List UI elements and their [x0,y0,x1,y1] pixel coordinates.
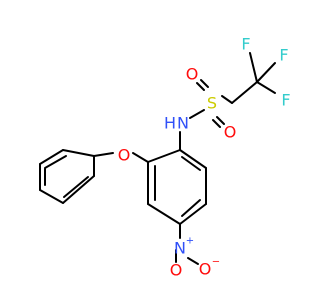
bond-s-o2-a [216,116,225,125]
molecule-structure-diagram: F F F S O O N H O N + O O − [39,35,291,280]
atom-labels: F F F S O O N H O N + O O − [118,35,291,280]
bond-ring-5 [147,203,181,225]
bond-ph-ether [93,152,114,157]
bond-ph-2 [62,149,95,157]
atom-amide-hydrogen: H [164,114,176,133]
atom-nitro-oxygen-right: O [199,260,212,279]
bond-c-f2 [256,62,276,83]
bond-c-f3 [256,81,276,94]
atom-f2: F [279,46,288,65]
atom-nitro-nitrogen: N [174,239,186,258]
bond-ph-3 [39,149,64,165]
bond-ph-5 [39,189,64,204]
bond-ring-double-1 [181,156,201,171]
bond-s-ch2 [221,95,233,104]
bond-ether-ring [132,152,149,163]
bond-ph-double-2 [63,176,89,198]
bond-ring-double-2 [181,199,201,217]
bond-ch2-cf3 [231,81,258,104]
atom-nitro-oxygen-top: O [170,261,183,280]
bonds [39,52,276,265]
bond-ph-6 [62,175,95,204]
atom-sulfonyl-oxygen-2: O [224,123,237,142]
atom-sulfur: S [207,94,217,113]
bond-s-o1-a [196,82,205,91]
bond-ring-4 [179,203,207,225]
nitro-negative-charge: − [212,257,220,268]
atom-f3: F [281,91,290,110]
bond-nitro-o-right [187,257,199,265]
bond-ring-1 [147,149,181,163]
bond-nh-s [189,109,205,119]
atom-sulfonyl-oxygen-1: O [186,65,199,84]
atom-amide-nitrogen: N [177,114,189,133]
bond-s-o2-b [212,119,221,128]
atom-f1: F [241,35,250,54]
bond-ring-2 [179,149,207,169]
bond-s-o1-b [200,79,209,88]
nitro-positive-charge: + [186,236,194,247]
atom-ether-oxygen: O [118,146,131,165]
bond-ph-double-1 [44,155,67,169]
bond-c-f1 [249,52,258,83]
